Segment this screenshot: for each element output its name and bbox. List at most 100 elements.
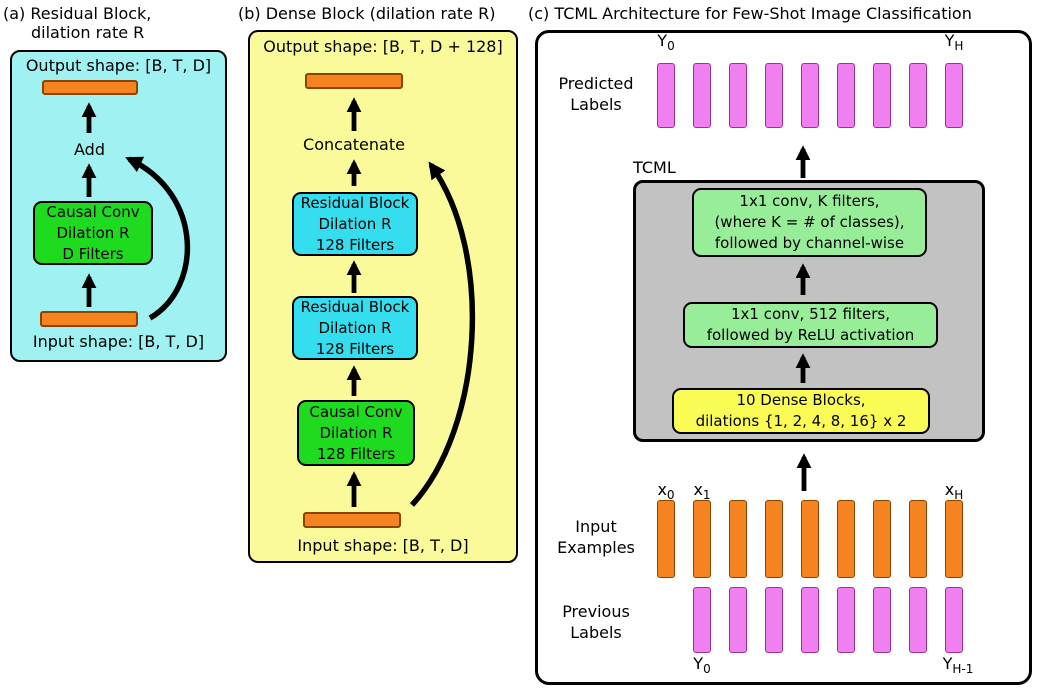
input-first-label: x0: [650, 480, 682, 502]
input-example-bar: [909, 500, 927, 578]
panel-b-causal-conv-block: Causal Conv Dilation R 128 Filters: [297, 400, 415, 466]
panel-b-output-tensor-bar: [305, 73, 403, 89]
previous-last-label: YH-1: [934, 654, 982, 676]
predicted-caption-line1: Predicted: [558, 74, 634, 93]
previous-label-bar: [909, 587, 927, 653]
predicted-label-bar: [729, 63, 747, 128]
input-example-bar: [693, 500, 711, 578]
predicted-first-label-sub: 0: [667, 39, 675, 54]
panel-a-causal-conv-block: Causal Conv Dilation R D Filters: [33, 201, 153, 265]
predicted-label-bar: [657, 63, 675, 128]
predicted-last-label-base: Ŷ: [944, 31, 955, 50]
causal-conv-line1: Causal Conv: [46, 202, 140, 221]
input-examples-bars: [657, 500, 963, 578]
input-second-label-base: x: [693, 480, 703, 499]
panel-a-title-line1: (a) Residual Block,: [3, 4, 152, 23]
previous-labels-caption: Previous Labels: [540, 601, 652, 643]
previous-label-bar: [765, 587, 783, 653]
predicted-labels-bars: [657, 63, 963, 128]
previous-last-label-sub: H-1: [952, 662, 974, 677]
panel-a-title: (a) Residual Block, dilation rate R: [3, 4, 151, 42]
predicted-label-bar: [873, 63, 891, 128]
predicted-label-bar: [837, 63, 855, 128]
tcml-label: TCML: [633, 158, 676, 177]
conv-512-line2: followed by ReLU activation: [706, 326, 915, 344]
dense-blocks-block: 10 Dense Blocks, dilations {1, 2, 4, 8, …: [672, 388, 930, 434]
dense-blocks-line1: 10 Dense Blocks,: [736, 391, 866, 409]
panel-b-title: (b) Dense Block (dilation rate R): [238, 4, 496, 23]
input-example-bar: [945, 500, 963, 578]
conv-k-line3: followed by channel-wise: [714, 234, 905, 252]
predicted-first-label-base: Ŷ: [657, 31, 668, 50]
causal-conv-line2: Dilation R: [56, 223, 130, 242]
panel-a-title-line2: dilation rate R: [31, 23, 145, 42]
input-caption-line1: Input: [575, 517, 617, 536]
previous-first-label-base: Y: [693, 654, 704, 673]
dense-blocks-line2: dilations {1, 2, 4, 8, 16} x 2: [695, 412, 907, 430]
previous-label-bar: [729, 587, 747, 653]
predicted-first-label: Ŷ0: [650, 31, 682, 53]
previous-last-label-base: Y: [942, 654, 953, 673]
predicted-last-label: ŶH: [938, 31, 970, 53]
residual-block-1-line3: 128 Filters: [315, 235, 395, 254]
residual-block-2-line3: 128 Filters: [315, 339, 395, 358]
previous-first-label: Y0: [686, 654, 718, 676]
input-example-bar: [801, 500, 819, 578]
predicted-label-bar: [801, 63, 819, 128]
conv-512-line1: 1x1 conv, 512 filters,: [731, 305, 890, 323]
previous-caption-line2: Labels: [570, 623, 622, 642]
panel-c-title: (c) TCML Architecture for Few-Shot Image…: [528, 4, 972, 23]
input-second-label: x1: [686, 480, 718, 502]
predicted-caption-line2: Labels: [570, 95, 622, 114]
predicted-last-label-sub: H: [954, 39, 964, 54]
previous-label-bar: [873, 587, 891, 653]
panel-b-conv-line2: Dilation R: [319, 423, 393, 442]
input-example-bar: [765, 500, 783, 578]
causal-conv-line3: D Filters: [62, 244, 124, 263]
panel-b-input-shape: Input shape: [B, T, D]: [297, 536, 469, 555]
input-last-label-base: x: [944, 480, 955, 499]
input-example-bar: [729, 500, 747, 578]
predicted-labels-caption: Predicted Labels: [540, 73, 652, 115]
panel-a-input-shape: Input shape: [B, T, D]: [32, 332, 205, 351]
input-example-bar: [657, 500, 675, 578]
previous-first-label-sub: 0: [703, 662, 711, 677]
input-last-label-sub: H: [954, 488, 964, 503]
panel-b-input-tensor-bar: [303, 512, 401, 528]
input-first-label-base: x: [657, 480, 667, 499]
input-caption-line2: Examples: [557, 538, 635, 557]
previous-label-bar: [801, 587, 819, 653]
input-example-bar: [873, 500, 891, 578]
previous-label-bar: [837, 587, 855, 653]
residual-block-1-line1: Residual Block: [300, 193, 410, 212]
predicted-label-bar: [693, 63, 711, 128]
input-last-label: xH: [938, 480, 970, 502]
input-example-bar: [837, 500, 855, 578]
predicted-label-bar: [945, 63, 963, 128]
residual-block-2-line2: Dilation R: [318, 318, 392, 337]
previous-caption-line1: Previous: [562, 602, 630, 621]
panel-b-concatenate-label: Concatenate: [303, 135, 405, 154]
predicted-label-bar: [765, 63, 783, 128]
panel-b-output-shape: Output shape: [B, T, D + 128]: [263, 37, 503, 56]
panel-b-conv-line1: Causal Conv: [309, 402, 403, 421]
panel-b-residual-block-2: Residual Block Dilation R 128 Filters: [292, 296, 418, 360]
conv-k-line2: (where K = # of classes),: [714, 213, 905, 231]
previous-label-bar: [693, 587, 711, 653]
panel-a-add-label: Add: [74, 140, 105, 159]
conv-k-line1: 1x1 conv, K filters,: [739, 192, 880, 210]
residual-block-2-line1: Residual Block: [300, 297, 410, 316]
conv-k-block: 1x1 conv, K filters, (where K = # of cla…: [692, 188, 927, 257]
panel-a-output-shape: Output shape: [B, T, D]: [25, 56, 212, 75]
previous-labels-bars: [693, 587, 963, 653]
conv-512-block: 1x1 conv, 512 filters, followed by ReLU …: [683, 302, 938, 348]
panel-b-residual-block-1: Residual Block Dilation R 128 Filters: [292, 192, 418, 256]
input-first-label-sub: 0: [666, 488, 675, 503]
predicted-label-bar: [909, 63, 927, 128]
panel-b-conv-line3: 128 Filters: [316, 444, 396, 463]
panel-a-output-tensor-bar: [42, 80, 138, 95]
residual-block-1-line2: Dilation R: [318, 214, 392, 233]
previous-label-bar: [945, 587, 963, 653]
panel-a-input-tensor-bar: [40, 311, 138, 327]
